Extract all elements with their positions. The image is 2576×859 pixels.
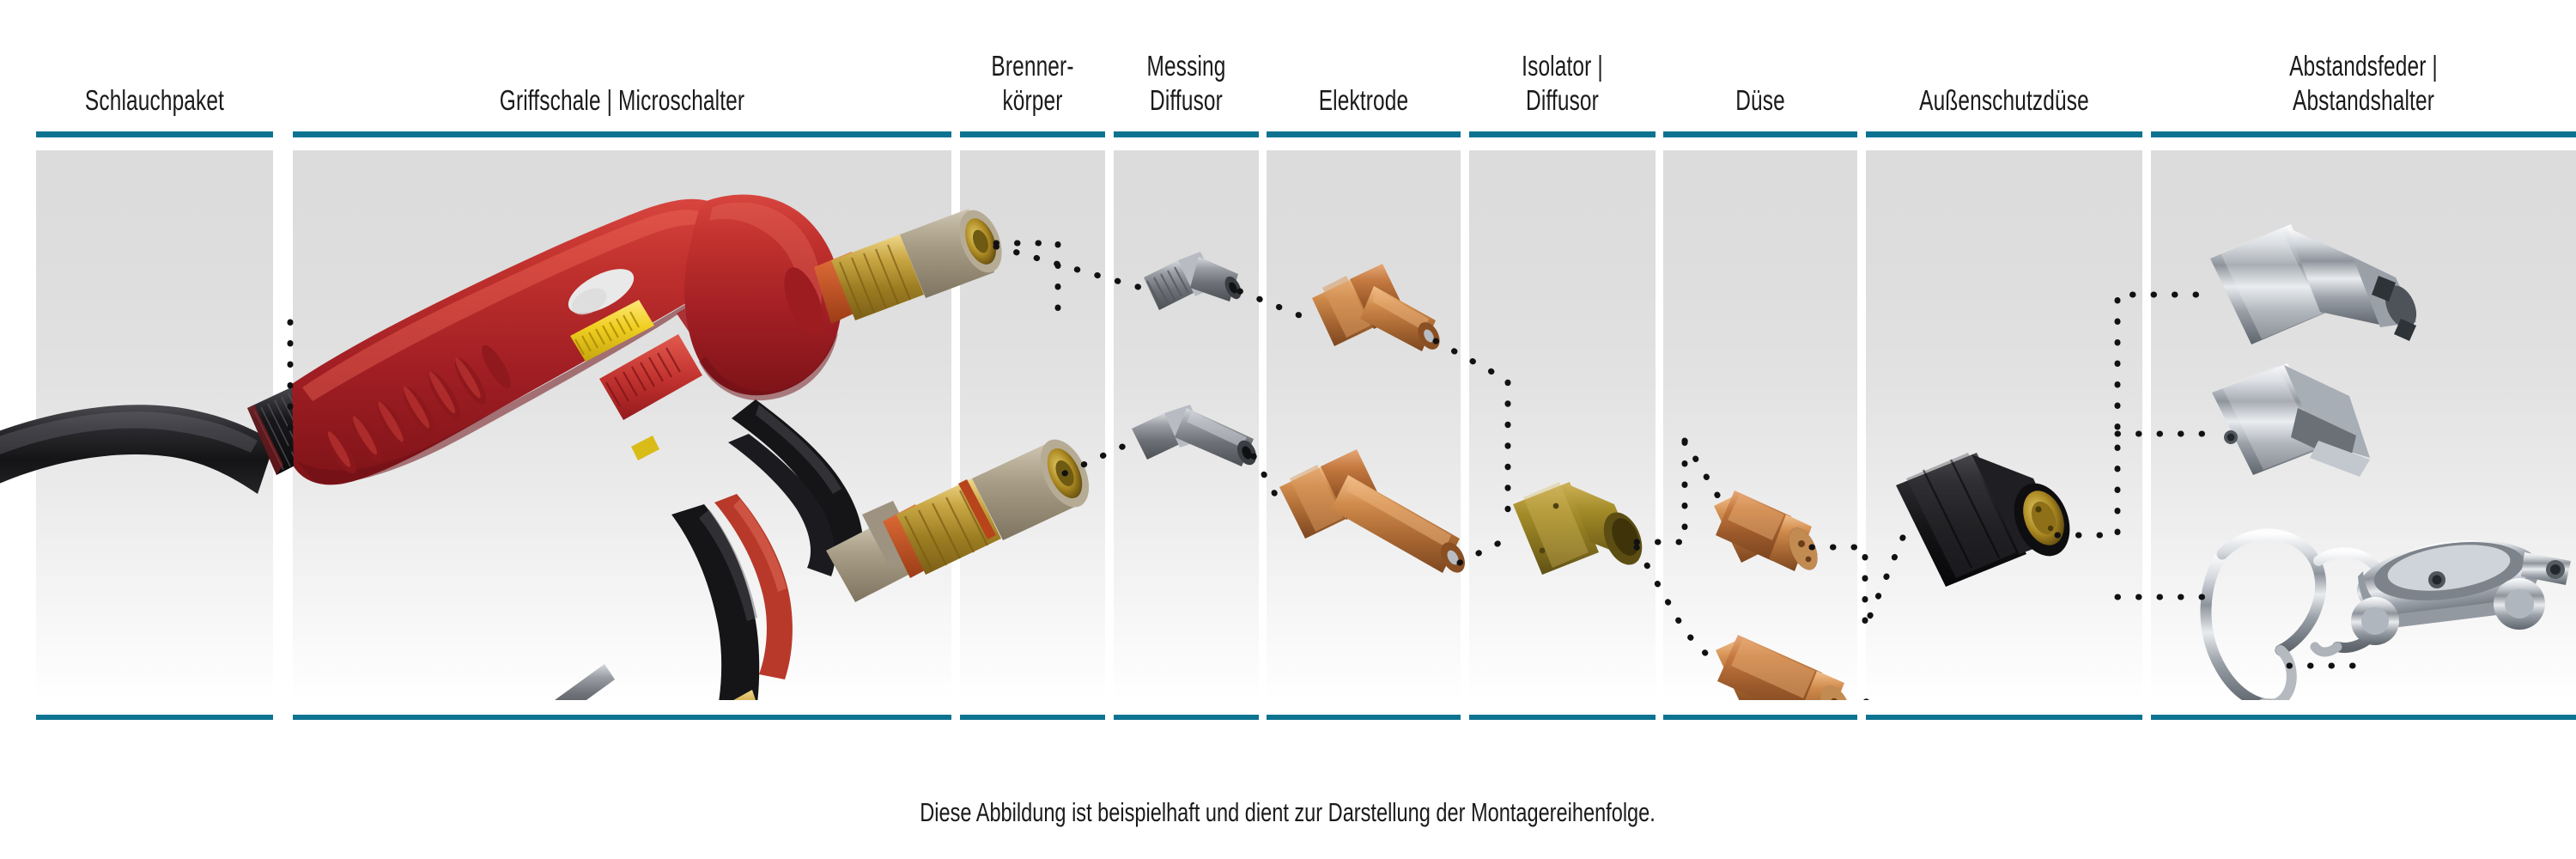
- panel-aussenschutzduese: [1866, 150, 2142, 700]
- top-rule-schlauchpaket: [36, 131, 273, 137]
- column-label-abstandsfeder: Abstandsfeder |Abstandshalter: [2206, 49, 2520, 118]
- column-label-line1: Messing: [1146, 50, 1226, 82]
- bottom-rule-aussenschutzduese: [1866, 715, 2142, 720]
- bottom-rule-abstandsfeder: [2151, 715, 2576, 720]
- column-label-line2: körper: [1002, 84, 1063, 116]
- panel-duese: [1663, 150, 1857, 700]
- panel-isolator-diffusor: [1469, 150, 1656, 700]
- top-rule-griffschale: [293, 131, 951, 137]
- panel-messing-diffusor: [1114, 150, 1259, 700]
- column-label-line1: Isolator |: [1522, 50, 1603, 82]
- top-rule-aussenschutzduese: [1866, 131, 2142, 137]
- column-label-line2: Diffusor: [1526, 84, 1599, 116]
- column-label-line1: Griffschale | Microschalter: [499, 84, 745, 116]
- top-rule-elektrode: [1267, 131, 1461, 137]
- column-label-line1: Abstandsfeder |: [2289, 50, 2438, 82]
- bottom-rule-elektrode: [1267, 715, 1461, 720]
- column-label-aussenschutzduese: Außenschutzdüse: [1902, 83, 2106, 118]
- top-rule-brennerkoerper: [960, 131, 1105, 137]
- top-rule-abstandsfeder: [2151, 131, 2576, 137]
- panel-griffschale: [293, 150, 951, 700]
- column-label-line1: Schlauchpaket: [84, 84, 225, 116]
- bottom-rule-messing-diffusor: [1114, 715, 1259, 720]
- panel-abstandsfeder: [2151, 150, 2576, 700]
- bottom-rule-schlauchpaket: [36, 715, 273, 720]
- column-label-line2: Abstandshalter: [2293, 84, 2434, 116]
- column-label-brennerkoerper: Brenner-körper: [979, 49, 1086, 118]
- panel-elektrode: [1267, 150, 1461, 700]
- panel-schlauchpaket: [36, 150, 273, 700]
- column-label-line1: Außenschutzdüse: [1919, 84, 2089, 116]
- bottom-rule-griffschale: [293, 715, 951, 720]
- column-label-line2: Diffusor: [1150, 84, 1223, 116]
- bottom-rule-isolator-diffusor: [1469, 715, 1656, 720]
- panel-brennerkoerper: [960, 150, 1105, 700]
- column-label-elektrode: Elektrode: [1291, 83, 1435, 118]
- column-label-line1: Düse: [1735, 84, 1785, 116]
- top-rule-duese: [1663, 131, 1857, 137]
- bottom-rule-brennerkoerper: [960, 715, 1105, 720]
- figure-caption: Diese Abbildung ist beispielhaft und die…: [0, 797, 2576, 828]
- column-label-isolator-diffusor: Isolator |Diffusor: [1493, 49, 1631, 118]
- column-label-line1: Elektrode: [1318, 84, 1409, 116]
- column-label-griffschale: Griffschale | Microschalter: [379, 83, 866, 118]
- figure-caption-text: Diese Abbildung ist beispielhaft und die…: [920, 797, 1656, 827]
- top-rule-messing-diffusor: [1114, 131, 1259, 137]
- column-label-line1: Brenner-: [991, 50, 1074, 82]
- column-label-duese: Düse: [1688, 83, 1832, 118]
- top-rule-isolator-diffusor: [1469, 131, 1656, 137]
- bottom-rule-duese: [1663, 715, 1857, 720]
- column-label-schlauchpaket: Schlauchpaket: [67, 83, 242, 118]
